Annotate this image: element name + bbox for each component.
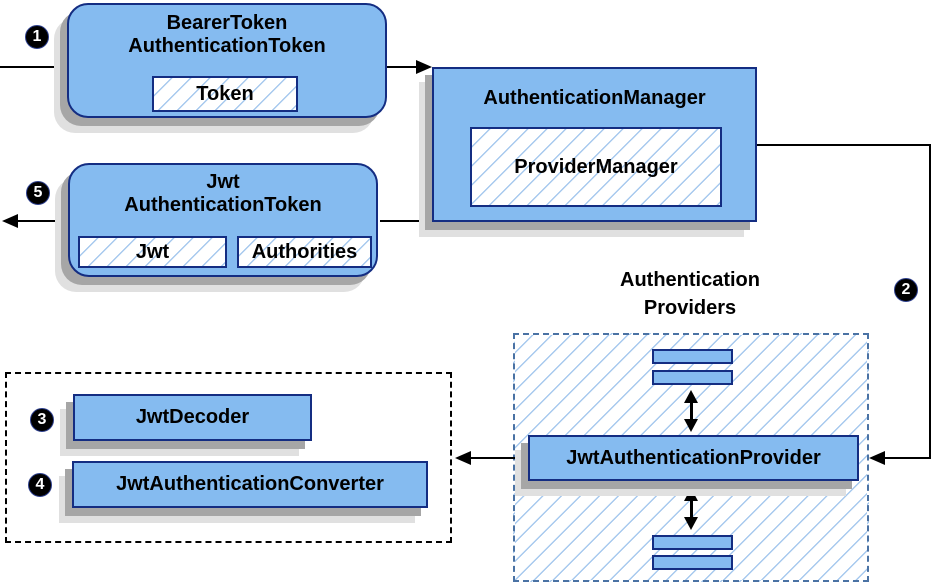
bearer-token-title: BearerToken AuthenticationToken xyxy=(69,5,385,58)
connector-step2-bottom xyxy=(883,457,931,459)
double-arrow-top-down-icon xyxy=(684,419,698,432)
jwt-decoder-node: JwtDecoder xyxy=(73,394,312,441)
provider-list-bar-1 xyxy=(652,349,733,364)
connector-return-out xyxy=(16,220,68,222)
authentication-manager-title: AuthenticationManager xyxy=(483,87,706,109)
jwt-inner-box: Jwt xyxy=(78,236,227,268)
step-3-badge: 3 xyxy=(30,408,54,432)
authentication-manager-node: AuthenticationManager ProviderManager xyxy=(432,67,757,222)
arrowhead-to-authentication-manager-icon xyxy=(416,60,432,74)
token-inner-box: Token xyxy=(152,76,298,112)
connector-provider-to-components xyxy=(469,457,528,459)
double-arrow-bottom-up-icon xyxy=(684,488,698,501)
authorities-inner-box: Authorities xyxy=(237,236,372,268)
connector-step2-top xyxy=(757,144,931,146)
jwt-components-group xyxy=(5,372,452,543)
jwt-authentication-converter-node: JwtAuthenticationConverter xyxy=(72,461,428,508)
double-arrow-bottom-down-icon xyxy=(684,517,698,530)
provider-list-bar-3 xyxy=(652,535,733,550)
double-arrow-bottom-line xyxy=(690,499,693,520)
authentication-providers-label: Authentication Providers xyxy=(560,266,820,322)
provider-list-bar-4 xyxy=(652,555,733,570)
arrowhead-to-jwt-authentication-provider-icon xyxy=(869,451,885,465)
bearer-token-title-line1: BearerToken xyxy=(166,12,288,34)
arrowhead-return-out-icon xyxy=(2,214,18,228)
connector-step2-vertical xyxy=(929,144,931,459)
step-1-badge: 1 xyxy=(25,25,49,49)
arrowhead-to-components-icon xyxy=(455,451,471,465)
step-2-badge: 2 xyxy=(894,278,918,302)
connector-to-authentication-manager xyxy=(387,66,418,68)
bearer-token-authentication-token-node: BearerToken AuthenticationToken Token xyxy=(67,3,387,118)
provider-manager-inner-box: ProviderManager xyxy=(470,127,722,207)
authentication-providers-label-line2: Providers xyxy=(643,297,737,319)
jwt-authentication-token-title-line2: AuthenticationToken xyxy=(124,194,322,216)
authentication-providers-label-line1: Authentication xyxy=(620,269,760,291)
jwt-authentication-token-title: Jwt AuthenticationToken xyxy=(70,165,376,217)
step-4-badge: 4 xyxy=(28,473,52,497)
double-arrow-top-up-icon xyxy=(684,390,698,403)
connector-request-in xyxy=(0,66,68,68)
double-arrow-top-line xyxy=(690,401,693,422)
bearer-token-title-line2: AuthenticationToken xyxy=(128,35,326,57)
connector-return-from-manager xyxy=(380,220,434,222)
step-5-badge: 5 xyxy=(26,181,50,205)
jwt-authentication-token-node: Jwt AuthenticationToken Jwt Authorities xyxy=(68,163,378,277)
jwt-authentication-token-title-line1: Jwt xyxy=(206,171,240,193)
provider-list-bar-2 xyxy=(652,370,733,385)
jwt-authentication-provider-node: JwtAuthenticationProvider xyxy=(528,435,859,481)
